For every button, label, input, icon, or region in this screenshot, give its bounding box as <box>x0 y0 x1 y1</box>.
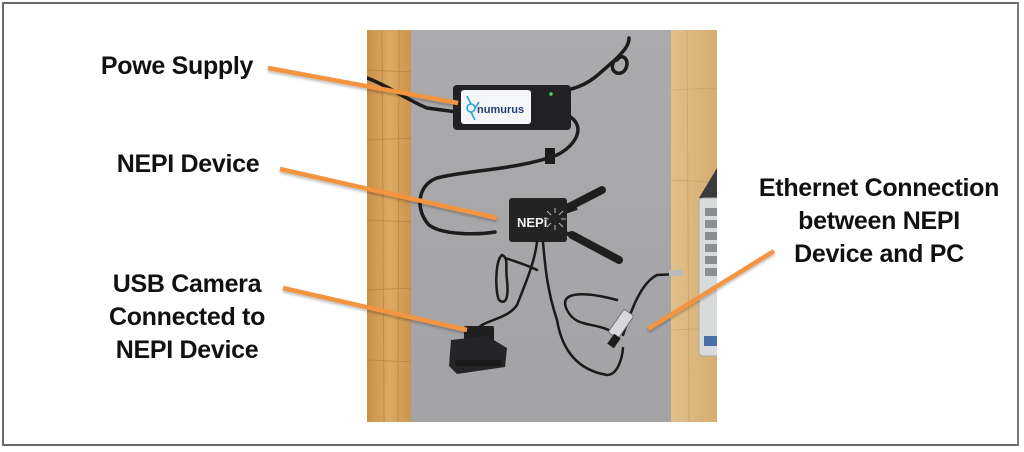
callout-label-nepi-device: NEPI Device <box>103 148 273 181</box>
usb-ethernet-adapter <box>607 309 634 349</box>
power-led <box>549 92 553 96</box>
nepi-device-label: NEPi <box>517 215 547 230</box>
callout-text-usb-camera-line2: Connected to <box>108 303 266 331</box>
usb-camera-cable <box>475 240 539 332</box>
callout-text-usb-camera-line1: USB Camera <box>112 270 262 298</box>
setup-photo-illustration: numurus NEPi <box>367 30 717 422</box>
numurus-logo-text: numurus <box>477 104 524 116</box>
callout-text-power-supply: Powe Supply <box>100 52 254 80</box>
callout-text-ethernet-line1: Ethernet Connection <box>758 174 1000 202</box>
setup-photo: numurus NEPi <box>367 30 717 422</box>
power-supply-brick: numurus <box>453 85 571 130</box>
callout-text-nepi-device: NEPI Device <box>116 150 260 178</box>
callout-label-power-supply: Powe Supply <box>88 50 266 83</box>
callout-label-usb-camera: USB Camera Connected to NEPI Device <box>92 268 282 367</box>
callout-text-usb-camera-line3: NEPI Device <box>115 336 259 364</box>
callout-text-ethernet-line2: between NEPI <box>798 207 960 235</box>
laptop <box>698 168 717 357</box>
callout-label-ethernet: Ethernet Connection between NEPI Device … <box>744 172 1014 271</box>
callout-text-ethernet-line3: Device and PC <box>794 240 964 268</box>
nepi-device: NEPi <box>509 186 623 264</box>
usb-camera <box>449 326 507 374</box>
